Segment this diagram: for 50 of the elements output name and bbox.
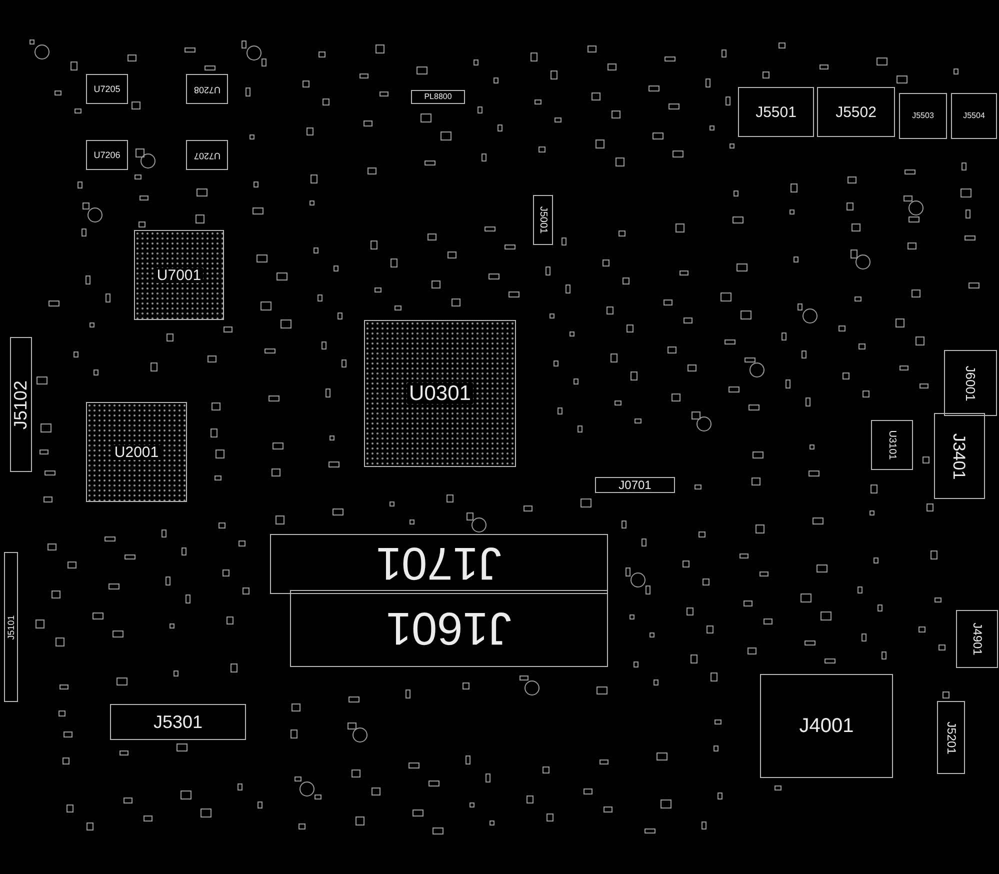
component-outline	[738, 87, 814, 137]
component-outline	[86, 74, 128, 104]
reference-designator: J1701	[375, 541, 503, 587]
reference-designator: J5503	[911, 112, 935, 120]
component-outline	[951, 93, 997, 139]
reference-designator: U7206	[92, 150, 122, 160]
reference-designator: PL8800	[423, 93, 453, 101]
component-outline	[186, 74, 228, 104]
component-outline	[86, 140, 128, 170]
reference-designator: U3101	[887, 429, 897, 462]
component-outline	[86, 402, 187, 502]
component-outline	[817, 87, 895, 137]
component-outline	[533, 195, 553, 245]
reference-designator: J5102	[12, 378, 30, 432]
component-outline	[899, 93, 947, 139]
reference-designator: U7208	[192, 84, 222, 94]
reference-designator: J4901	[971, 622, 983, 658]
component-outline	[10, 337, 32, 472]
component-outline	[110, 704, 246, 740]
component-outline	[760, 674, 893, 778]
component-outline	[186, 140, 228, 170]
reference-designator: U0301	[407, 383, 473, 404]
component-outline	[956, 610, 998, 668]
reference-designator: J3401	[951, 432, 968, 482]
reference-designator: J5101	[6, 614, 16, 642]
component-outline	[134, 230, 224, 320]
reference-designator: J4001	[798, 716, 855, 736]
reference-designator: J5201	[945, 720, 957, 756]
component-outline	[411, 90, 465, 104]
reference-designator: U7001	[154, 268, 204, 282]
reference-designator: J5501	[754, 104, 798, 120]
component-outline	[364, 320, 516, 467]
component-outline	[937, 701, 965, 774]
reference-designator: J5001	[538, 205, 548, 236]
component-outline	[595, 477, 675, 493]
reference-designator: J0701	[618, 479, 652, 491]
reference-designator: U7205	[92, 84, 122, 94]
component-outline	[871, 420, 913, 470]
component-outline	[934, 413, 985, 499]
component-outline	[4, 552, 18, 702]
reference-designator: U2001	[112, 444, 161, 460]
component-outline	[290, 590, 608, 667]
reference-designator: U7207	[192, 150, 222, 160]
reference-designator: J5504	[962, 112, 986, 120]
reference-designator: J6001	[964, 364, 977, 403]
reference-designator: J1601	[385, 606, 513, 652]
component-outline	[944, 350, 997, 416]
component-outline	[270, 534, 608, 594]
reference-designator: J5301	[152, 713, 204, 731]
reference-designator: J5502	[834, 104, 878, 120]
